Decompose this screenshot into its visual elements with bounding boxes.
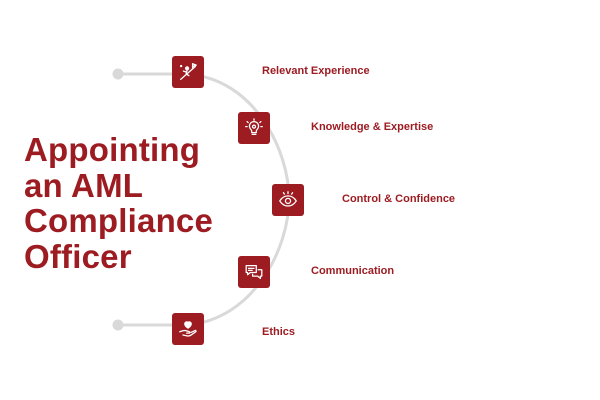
- item-label-control-confidence: Control & Confidence: [342, 193, 456, 205]
- arc-start-dot: [112, 68, 124, 80]
- lightbulb-icon: [245, 118, 263, 136]
- item-label-ethics: Ethics: [262, 326, 296, 338]
- item-box-knowledge-expertise: [238, 112, 270, 144]
- item-box-control-confidence: [272, 184, 304, 216]
- item-box-communication: [238, 256, 270, 288]
- item-label-relevant-experience: Relevant Experience: [262, 65, 370, 77]
- speech-bubbles-icon: [245, 264, 263, 280]
- title-line-3: Compliance: [24, 202, 214, 239]
- eye-icon: [279, 191, 297, 207]
- item-label-knowledge-expertise: Knowledge & Expertise: [311, 121, 434, 133]
- hand-heart-icon: [179, 321, 197, 337]
- arc-end-dot: [112, 319, 124, 331]
- item-box-relevant-experience: [172, 56, 204, 88]
- climber-flag-icon: [180, 63, 197, 80]
- item-label-communication: Communication: [311, 265, 395, 277]
- title-line-1: Appointing: [24, 131, 201, 168]
- item-box-ethics: [172, 313, 204, 345]
- diagram-title: Appointing an AML Compliance Officer: [24, 132, 213, 274]
- title-line-2: an AML: [24, 166, 144, 204]
- title-line-4: Officer: [24, 237, 132, 275]
